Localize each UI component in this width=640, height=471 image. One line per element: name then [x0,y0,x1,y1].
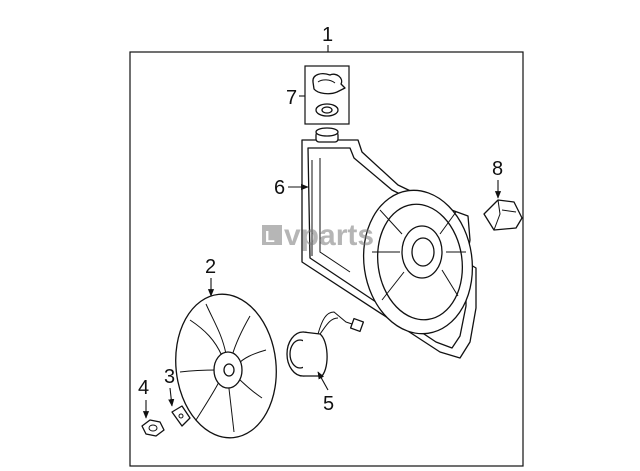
callout-4-label: 4 [138,377,149,399]
resistor-connector [483,199,523,231]
callout-6: 6 [274,177,309,199]
watermark-logo-letter: L [265,229,275,246]
assembly-boundary-box [129,51,524,467]
fan-shroud [301,127,477,359]
cap-seal-icon [315,103,339,117]
hex-nut [141,419,165,437]
watermark-text: vparts [284,219,374,252]
callout-1-label: 1 [322,24,333,46]
fan-motor [286,311,365,377]
fan-clip [171,405,191,427]
callout-5: 5 [317,371,334,415]
fan-blade [175,293,277,439]
callout-6-label: 6 [274,177,285,199]
callout-7: 7 [286,87,305,109]
callout-1: 1 [322,24,333,52]
callout-7-label: 7 [286,87,297,109]
reservoir-cap-group [304,65,350,125]
callout-3: 3 [164,366,175,407]
watermark: L vparts [262,219,374,252]
callout-8: 8 [492,158,503,199]
callout-4: 4 [138,377,149,419]
callout-3-label: 3 [164,366,175,388]
watermark-logo-box [262,225,282,245]
callout-5-label: 5 [323,393,334,415]
callout-2: 2 [205,256,216,297]
callout-8-label: 8 [492,158,503,180]
reservoir-cap-icon [312,73,346,95]
callout-2-label: 2 [205,256,216,278]
